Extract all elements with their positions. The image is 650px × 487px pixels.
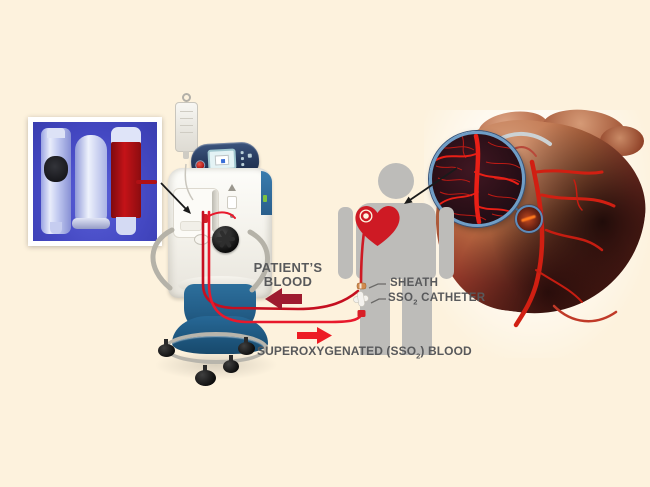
- screen-dialog: [214, 154, 230, 166]
- cartridge-metal-ring: [72, 218, 110, 229]
- patient-arm-left: [338, 207, 353, 279]
- label-sso2-catheter-post: CATHETER: [417, 292, 486, 304]
- label-sso2-catheter-pre: SSO: [388, 292, 414, 304]
- blood-outflow-tube: [136, 180, 157, 184]
- door-handle: [180, 221, 202, 231]
- caster-stem: [203, 365, 207, 371]
- tubing-port: [227, 196, 237, 209]
- console-button: [241, 163, 245, 167]
- label-sso2-catheter: SSO2 CATHETER: [388, 292, 485, 306]
- iv-bag-port: [183, 151, 189, 159]
- iv-bag-label-lines: [180, 111, 193, 112]
- label-patients-blood-line1: PATIENT’S: [253, 260, 323, 275]
- label-superoxygenated-sub: 2: [416, 351, 421, 361]
- console-button: [240, 151, 244, 155]
- caster-stem: [229, 355, 233, 361]
- label-superoxygenated-post: ) BLOOD: [420, 344, 472, 358]
- caster-wheel: [238, 342, 255, 355]
- cylinder-cap: [47, 128, 65, 138]
- patient-silhouette: [338, 163, 454, 355]
- label-patients-blood: PATIENT’S BLOOD: [238, 261, 338, 289]
- warning-triangle-icon: [228, 184, 236, 191]
- tubing-clamp: [202, 214, 208, 223]
- caster-stem: [164, 339, 168, 345]
- cartridge-photo-inset: [28, 117, 162, 246]
- oval-knob: [194, 234, 209, 245]
- superoxygenated-right-arrow-icon: [297, 327, 332, 344]
- caster-wheel: [158, 344, 175, 357]
- cartridge-cylinder-left: [41, 128, 71, 234]
- console-button: [240, 157, 245, 161]
- level-window: [212, 190, 218, 232]
- cartridge-cylinder-middle: [75, 135, 107, 223]
- caster-stem: [244, 337, 248, 343]
- patient-torso: [356, 203, 436, 279]
- console-button: [247, 153, 252, 158]
- cartridge-blood-cylinder: [111, 127, 141, 235]
- port-dot: [230, 214, 234, 218]
- label-superoxygenated-blood: SUPEROXYGENATED (SSO2) BLOOD: [257, 344, 472, 360]
- cylinder-top: [111, 127, 141, 145]
- roller-pump-knob: [212, 226, 239, 253]
- label-sso2-catheter-sub: 2: [413, 297, 418, 307]
- patient-leg-right: [402, 277, 432, 355]
- heart-3d-image: [424, 105, 650, 358]
- screen-dialog-icon: [220, 159, 226, 164]
- iv-saline-bag: [175, 102, 198, 152]
- cylinder-bottom: [116, 217, 136, 235]
- status-led: [263, 195, 267, 202]
- console-blue-trim: [261, 171, 272, 215]
- caster-wheel: [195, 370, 216, 386]
- lesion-site-circle: [515, 205, 543, 233]
- iv-hook: [182, 93, 191, 102]
- label-sheath: SHEATH: [390, 277, 439, 289]
- caster-wheel: [223, 360, 239, 373]
- label-superoxygenated-pre: SUPEROXYGENATED (SSO: [257, 344, 417, 358]
- cylinder-plug: [44, 156, 68, 182]
- lesion-streak: [520, 214, 537, 223]
- patient-head: [378, 163, 414, 199]
- patient-arm-right: [439, 207, 454, 279]
- label-patients-blood-line2: BLOOD: [263, 274, 313, 289]
- cylinder-tip: [50, 222, 62, 234]
